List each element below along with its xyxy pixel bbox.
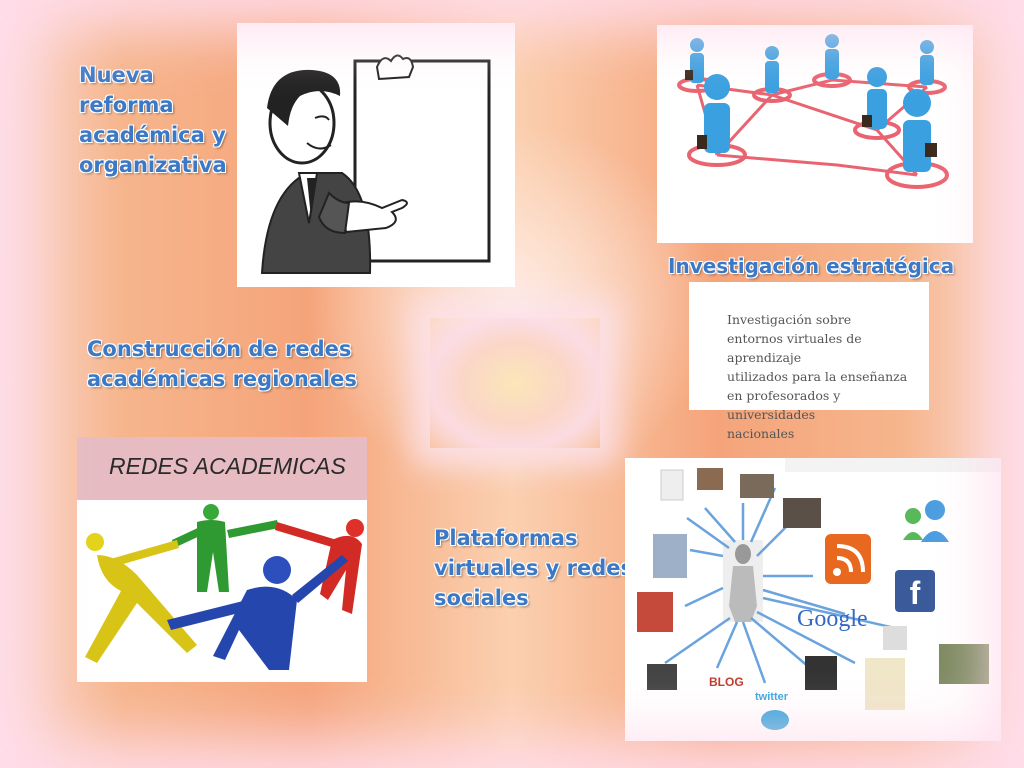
google-logo: Google <box>797 606 868 632</box>
title-construccion: Construcción de redes académicas regiona… <box>87 337 357 391</box>
redes-academicas-heading: REDES ACADEMICAS <box>109 453 346 479</box>
title-plataformas: Plataformas virtuales y redes sociales <box>434 526 634 610</box>
business-network-people-icon <box>677 34 949 189</box>
facebook-logo: f <box>910 575 921 611</box>
cartoon-man-image <box>237 23 515 287</box>
social-network-map-image: f Google BLOG twitter <box>625 458 1001 741</box>
center-glow <box>430 318 600 448</box>
title-reforma: Nueva reforma académica y organizativa <box>79 63 227 177</box>
cartoon-man-presenting-icon <box>260 54 491 274</box>
twitter-logo: twitter <box>755 691 789 703</box>
title-investigacion: Investigación estratégica <box>668 254 955 278</box>
redes-academicas-image: REDES ACADEMICAS <box>77 437 367 682</box>
redes-academicas-header: REDES ACADEMICAS <box>77 437 367 500</box>
blog-logo: BLOG <box>709 675 744 689</box>
research-document: Investigación sobre entornos virtuales d… <box>689 282 929 441</box>
research-document-text: Investigación sobre entornos virtuales d… <box>727 312 908 441</box>
business-network-image <box>657 25 973 243</box>
social-network-map-icon: f Google BLOG twitter <box>625 458 1001 741</box>
people-circle-holding-hands-icon <box>85 504 364 670</box>
